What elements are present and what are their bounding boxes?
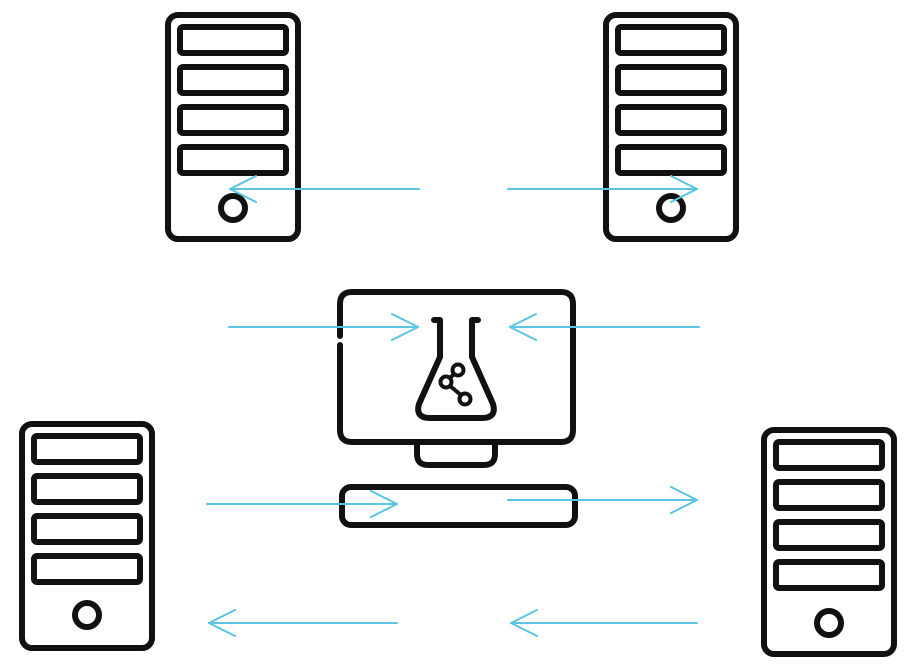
monitor-flask-icon — [337, 289, 578, 528]
arrow-right-icon — [228, 313, 419, 341]
server-tower-icon — [603, 12, 739, 242]
server-tower-icon — [761, 427, 897, 657]
arrow-right-icon — [206, 490, 398, 518]
arrow-right-icon — [507, 486, 698, 514]
server-tower-icon — [165, 12, 301, 242]
arrow-right-icon — [507, 175, 698, 203]
arrow-left-icon — [229, 175, 420, 203]
server-tower-icon — [19, 421, 155, 651]
arrow-left-icon — [208, 609, 398, 637]
arrow-left-icon — [509, 313, 700, 341]
arrow-left-icon — [510, 609, 698, 637]
